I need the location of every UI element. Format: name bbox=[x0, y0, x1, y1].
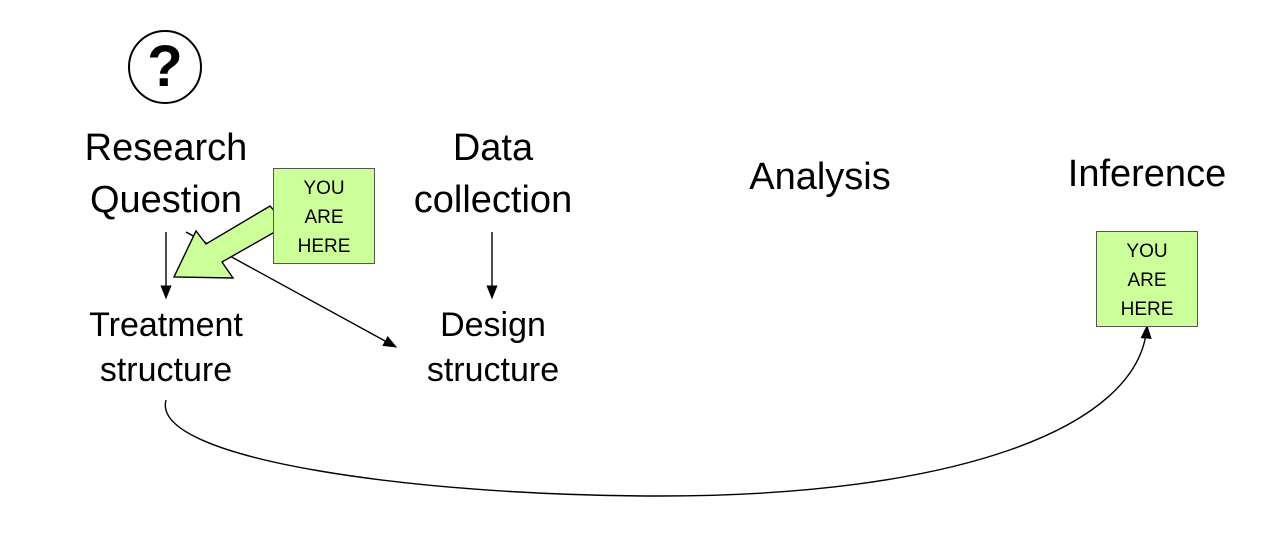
stage-inference: Inference bbox=[1067, 153, 1227, 195]
question-mark-icon: ? bbox=[128, 30, 202, 104]
curve-treatment-to-inference bbox=[164, 324, 1152, 497]
stage-data-collection: Data collection bbox=[413, 127, 573, 221]
stage-analysis: Analysis bbox=[749, 156, 891, 198]
stage-research-question: Research Question bbox=[84, 127, 248, 221]
you-are-here-note-right: YOU ARE HERE bbox=[1096, 231, 1198, 327]
design-structure: Design structure bbox=[426, 306, 560, 389]
you-are-here-note-left: YOU ARE HERE bbox=[273, 168, 375, 264]
treatment-structure: Treatment structure bbox=[89, 306, 243, 389]
